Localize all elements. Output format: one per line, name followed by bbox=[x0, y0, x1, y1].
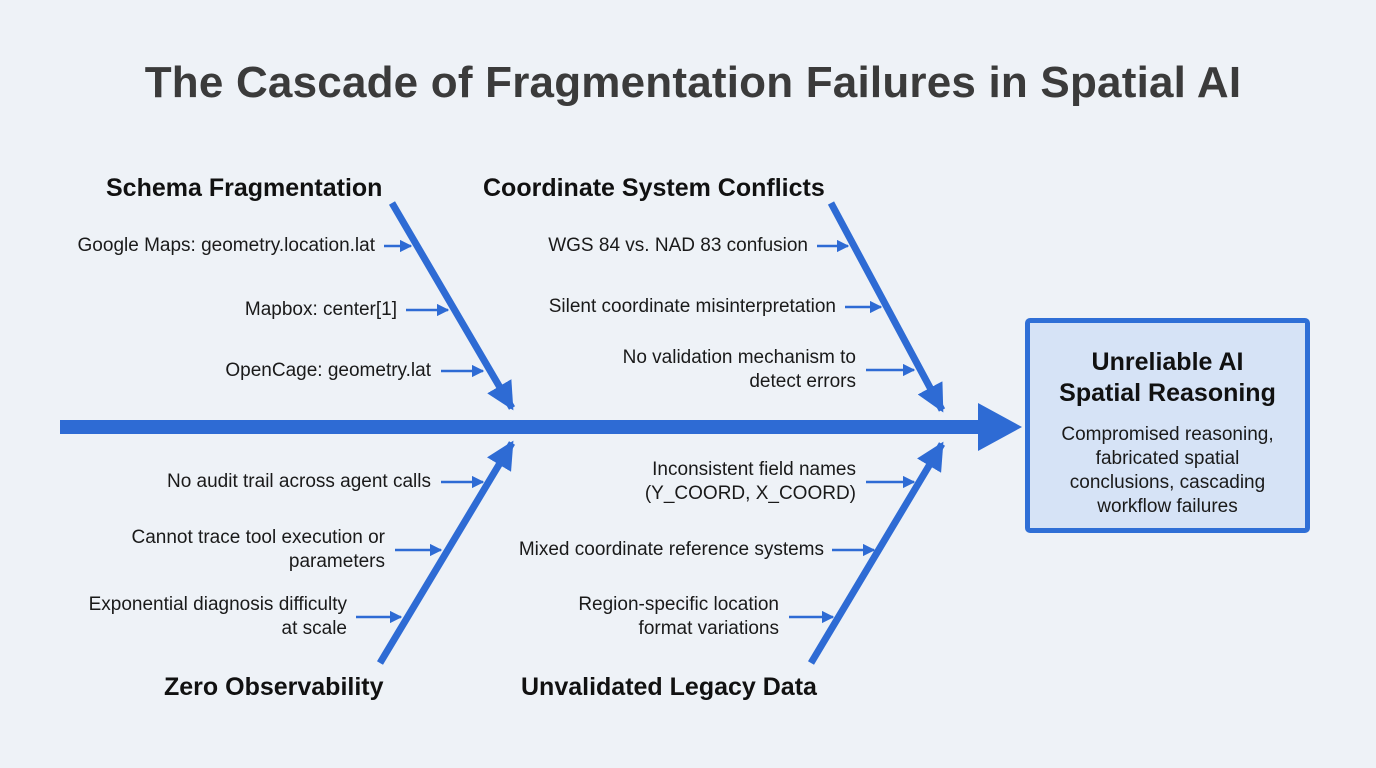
effect-title: Unreliable AI Spatial Reasoning bbox=[1030, 347, 1305, 409]
effect-title-line1: Unreliable AI bbox=[1091, 348, 1244, 376]
category-coordinate-label: Coordinate System Conflicts bbox=[483, 174, 825, 202]
cause-legacy-3: Region-specific location format variatio… bbox=[578, 593, 779, 641]
cause-coordinate-3: No validation mechanism to detect errors bbox=[623, 346, 856, 394]
cause-schema-3: OpenCage: geometry.lat bbox=[225, 360, 431, 381]
cause-legacy-2: Mixed coordinate reference systems bbox=[518, 539, 824, 560]
effect-desc-line4: workflow failures bbox=[1097, 496, 1238, 517]
cause-legacy-1-line2: (Y_COORD, X_COORD) bbox=[644, 483, 856, 504]
category-schema-label: Schema Fragmentation bbox=[106, 174, 383, 202]
effect-desc-line3: conclusions, cascading bbox=[1069, 472, 1266, 493]
category-legacy-label: Unvalidated Legacy Data bbox=[521, 673, 817, 701]
page-title: The Cascade of Fragmentation Failures in… bbox=[144, 58, 1242, 107]
cause-coordinate-3-line1: No validation mechanism to bbox=[622, 347, 856, 368]
bone-coordinate bbox=[827, 201, 946, 413]
effect-description: Compromised reasoning, fabricated spatia… bbox=[1030, 423, 1305, 519]
cause-observability-2-line2: parameters bbox=[288, 551, 385, 572]
category-observability-label: Zero Observability bbox=[164, 673, 384, 701]
bone-legacy bbox=[807, 441, 946, 665]
effect-title-line2: Spatial Reasoning bbox=[1059, 379, 1276, 407]
cause-observability-2: Cannot trace tool execution or parameter… bbox=[132, 526, 386, 574]
cause-observability-1: No audit trail across agent calls bbox=[166, 471, 431, 492]
cause-observability-3: Exponential diagnosis difficulty at scal… bbox=[89, 593, 347, 641]
effect-box: Unreliable AI Spatial Reasoning Compromi… bbox=[1025, 318, 1310, 533]
cause-observability-3-line1: Exponential diagnosis difficulty bbox=[88, 594, 347, 615]
cause-legacy-1: Inconsistent field names (Y_COORD, X_COO… bbox=[645, 458, 856, 506]
bone-schema bbox=[388, 201, 516, 411]
cause-coordinate-2: Silent coordinate misinterpretation bbox=[548, 296, 836, 317]
spine-arrowhead bbox=[978, 403, 1022, 451]
spine bbox=[60, 403, 1022, 451]
cause-legacy-3-line2: format variations bbox=[638, 618, 779, 639]
cause-legacy-1-line1: Inconsistent field names bbox=[652, 459, 856, 480]
bone-observability bbox=[376, 440, 516, 665]
effect-desc-line2: fabricated spatial bbox=[1095, 448, 1240, 469]
cause-observability-3-line2: at scale bbox=[281, 618, 347, 639]
cause-coordinate-1: WGS 84 vs. NAD 83 confusion bbox=[548, 235, 808, 256]
effect-desc-line1: Compromised reasoning, bbox=[1061, 424, 1274, 445]
cause-coordinate-3-line2: detect errors bbox=[749, 371, 856, 392]
cause-schema-1: Google Maps: geometry.location.lat bbox=[77, 235, 375, 256]
cause-legacy-3-line1: Region-specific location bbox=[578, 594, 779, 615]
cause-schema-2: Mapbox: center[1] bbox=[244, 299, 397, 320]
cause-observability-2-line1: Cannot trace tool execution or bbox=[131, 527, 386, 548]
